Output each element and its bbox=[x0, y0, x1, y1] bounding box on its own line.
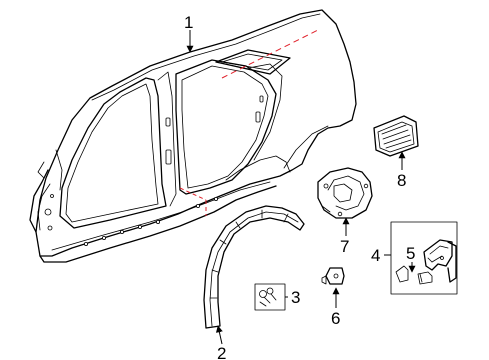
part-8-vent-valve bbox=[373, 115, 419, 157]
part-2-wheelhouse-liner bbox=[203, 205, 305, 329]
callout-7: 7 bbox=[340, 237, 349, 256]
callout-6: 6 bbox=[331, 309, 340, 328]
leader-lines bbox=[186, 30, 416, 345]
callout-8: 8 bbox=[397, 171, 406, 190]
part-7-fuel-door-housing bbox=[317, 167, 373, 219]
part-3-fasteners bbox=[254, 283, 286, 311]
callout-5: 5 bbox=[406, 244, 415, 263]
callout-4: 4 bbox=[371, 246, 380, 265]
part-4-bracket-kit bbox=[390, 221, 458, 295]
callout-3: 3 bbox=[291, 288, 300, 307]
part-6-clip bbox=[321, 267, 345, 285]
part-1-side-panel bbox=[29, 9, 357, 263]
callout-2: 2 bbox=[217, 344, 226, 360]
callout-1: 1 bbox=[184, 13, 193, 32]
